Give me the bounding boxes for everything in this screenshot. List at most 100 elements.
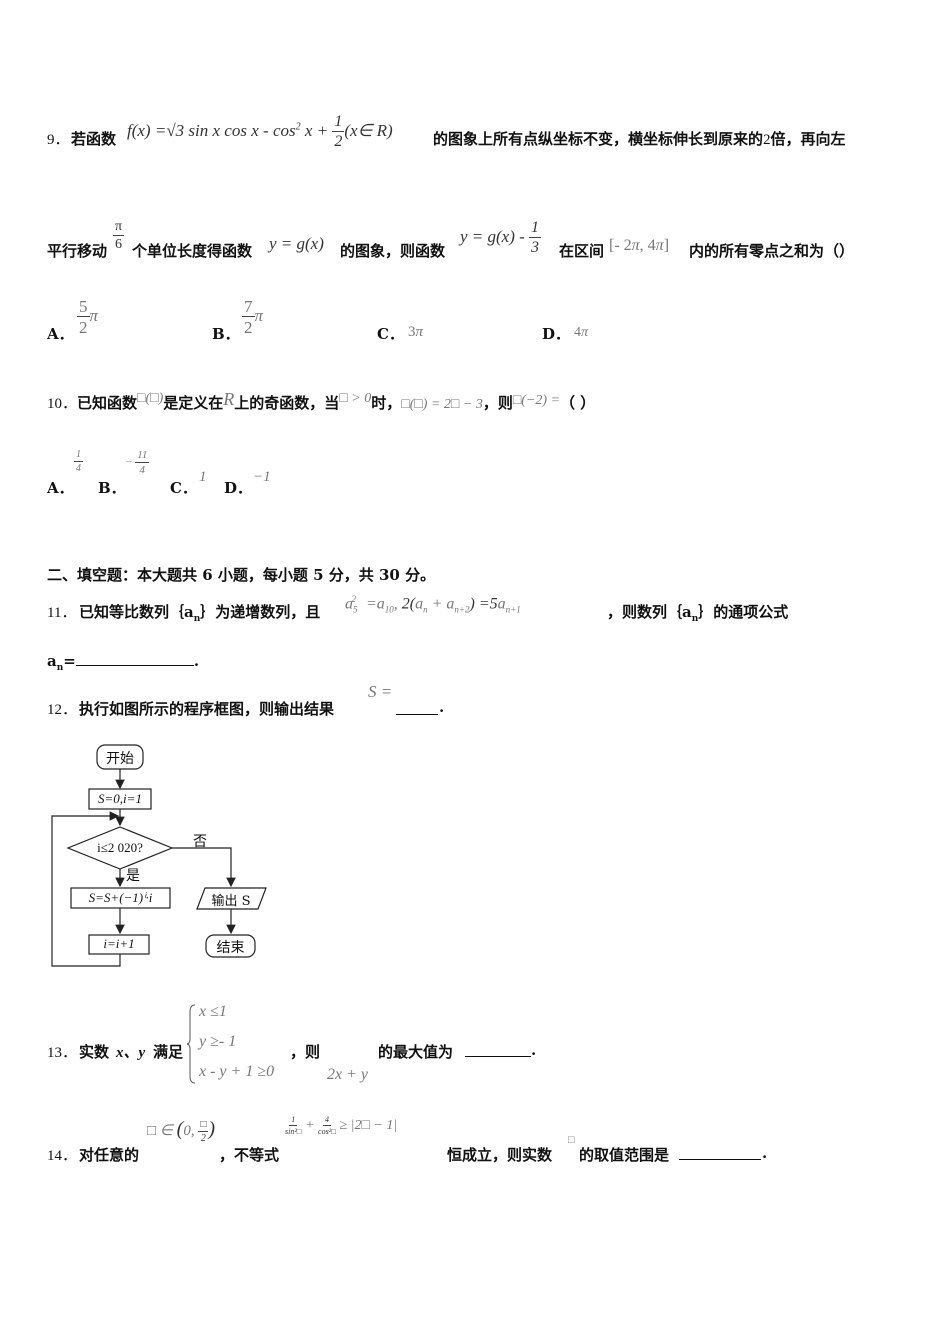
flow-yes-label: 是 (126, 868, 140, 884)
q11-answer: an=. (47, 652, 199, 673)
q10-line: 10．已知函数□(□)是定义在R上的奇函数，当□ > 0时，□(□) = 2□ … (47, 389, 596, 416)
q11-text1: 已知等比数列｛an｝为递增数列，且 (79, 601, 320, 624)
q9-text3: 平行移动 (47, 242, 108, 260)
q9-interval: [- 2π, 4π] (609, 237, 670, 254)
q12-text: 执行如图所示的程序框图，则输出结果 (79, 700, 335, 718)
q14-text2: ，不等式 (219, 1146, 280, 1164)
q9-option-b-label: B． (212, 325, 240, 343)
q14-answer-blank[interactable] (679, 1147, 761, 1160)
q10-text2: 上的奇函数，当 (234, 394, 340, 412)
q13-block: 13． 实数 x、y 满足 x ≤1 y ≥- 1 x - y + 1 ≥0 ，… (47, 1000, 647, 1090)
q10-text3: 时， (371, 394, 402, 412)
q13-number: 13． (47, 1045, 78, 1061)
q14-domain: □ ∈ (0, □2) (147, 1118, 216, 1144)
q9-option-d-value: 4π (574, 325, 589, 340)
q9-lead: 若函数 (71, 130, 117, 148)
q12-end: . (439, 698, 445, 716)
section-2-heading: 二、填空题：本大题共 6 小题，每小题 5 分，共 30 分。 (47, 566, 436, 584)
q14-number: 14． (47, 1148, 78, 1164)
q11-end: . (193, 652, 200, 670)
q13-constraint-1: x ≤1 (199, 1003, 227, 1020)
flow-incr-box (88, 934, 150, 955)
q9-number: 9． (47, 132, 70, 148)
q11-text4: ｝的通项公式 (698, 603, 789, 621)
q9-option-c-label: C． (377, 325, 404, 343)
q12-number: 12． (47, 702, 78, 718)
q11-answer-eq: = (63, 652, 76, 670)
flow-output-label: 输出 S (211, 894, 251, 909)
q10-text4: ，则 (482, 394, 513, 412)
q14-text4: 的取值范围是 (579, 1146, 670, 1164)
q10-option-d-label: D． (224, 479, 253, 497)
q10-option-d-value: −1 (253, 469, 271, 485)
q10-option-b-label: B． (98, 479, 126, 497)
flow-no-label: 否 (193, 834, 207, 850)
q9-text7: 内的所有零点之和为（） (689, 242, 855, 260)
q9-text1-a: 的图象上所有点纵坐标不变，横坐标伸长到原来的 (433, 130, 764, 148)
q10-def: □(□) = 2□ − 3 (401, 397, 483, 412)
q9-g: y = g(x) (269, 234, 324, 253)
q13-brace (187, 1004, 196, 1084)
q11-number: 11． (47, 605, 77, 621)
q12-answer-blank[interactable] (396, 702, 438, 715)
q10-fx: □(□) (137, 391, 164, 406)
q11-formula: a52 =a10, 2(an + an+2) =5an+1 (345, 594, 521, 615)
q12-S: S = (368, 682, 393, 701)
q11-answer-blank[interactable] (75, 653, 194, 666)
flow-cond-label: i≤2 020? (97, 840, 143, 855)
q10-lead: 已知函数 (77, 394, 138, 412)
flow-end-label: 结束 (216, 940, 245, 956)
q10-option-c-label: C． (170, 479, 197, 497)
q11-text1-a: 已知等比数列｛a (79, 603, 194, 621)
q11-text3-a: ，则数列｛a (607, 603, 692, 621)
q13-text4: 的最大值为 (378, 1043, 454, 1061)
flow-output-box (196, 887, 267, 910)
q13-end: . (531, 1041, 537, 1059)
flow-incr-label: i=i+1 (103, 936, 135, 951)
q9-option-a-label: A． (47, 325, 74, 343)
q9-text4: 个单位长度得函数 (132, 242, 253, 260)
q14-var: □ (568, 1134, 575, 1146)
q13-constraint-2: y ≥- 1 (199, 1033, 237, 1050)
q9-text1: 的图象上所有点纵坐标不变，横坐标伸长到原来的2倍，再向左 (433, 128, 846, 149)
q13-text2: 满足 (153, 1043, 184, 1061)
q13-xy: x、y (116, 1045, 146, 1061)
q11-answer-sub: n (56, 663, 64, 673)
q13-answer-blank[interactable] (465, 1044, 531, 1057)
q10-option-c-value: 1 (199, 469, 207, 485)
q10-number: 10． (47, 396, 78, 412)
q14-end: . (762, 1144, 768, 1162)
q14-text3: 恒成立，则实数 (447, 1146, 553, 1164)
q10-cond: □ > 0 (339, 391, 372, 406)
q11-sub-n-2: n (691, 614, 699, 624)
q13-text1: 实数 (79, 1043, 110, 1061)
q9-text5: 的图象，则函数 (340, 242, 446, 260)
flow-init-label: S=0,i=1 (98, 791, 142, 806)
q9-option-c-value: 3π (408, 324, 424, 340)
q10-ask: □(−2) = (512, 393, 561, 408)
q10-paren: （ ） (560, 394, 596, 412)
q9-two: 2 (763, 132, 771, 148)
q13-constraint-3: x - y + 1 ≥0 (199, 1063, 275, 1080)
q11-text2: ｝为递增数列，且 (200, 603, 321, 621)
q11-text3: ，则数列｛an｝的通项公式 (607, 601, 788, 624)
q11-answer-prefix: a (47, 652, 57, 670)
q10-R: R (223, 389, 235, 409)
q9-text6: 在区间 (559, 242, 605, 260)
q14-text1: 对任意的 (79, 1146, 140, 1164)
q11-sub-n: n (193, 614, 201, 624)
flow-end-box (205, 934, 256, 958)
flow-body-label: S=S+(−1)ⁱ·i (88, 890, 153, 905)
